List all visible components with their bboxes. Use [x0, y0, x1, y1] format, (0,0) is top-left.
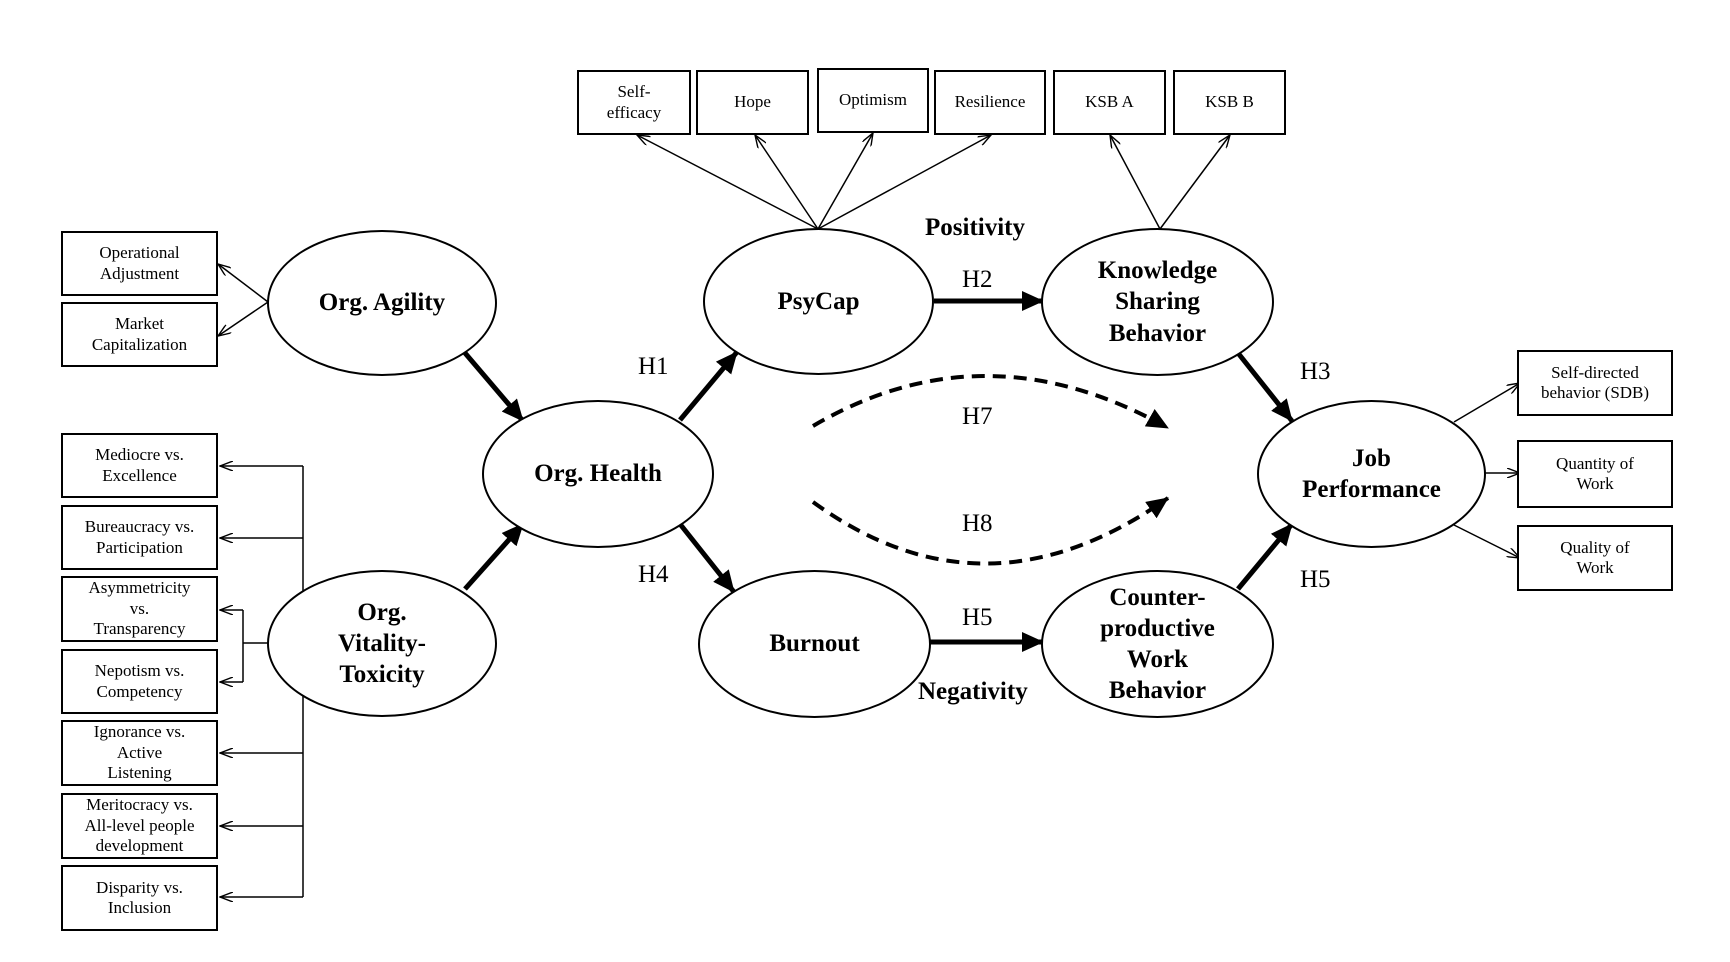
cwb-to-jp-path-h5 [1236, 522, 1294, 591]
health-to-burnout-path-h4 [678, 522, 736, 594]
jp-to-sdb-arrow [1453, 383, 1520, 423]
psycap-to-hope-arrow [755, 135, 819, 230]
hypothesis-label-h5-burnout-cwb: H5 [962, 604, 993, 631]
mediocre-excellence-box: Mediocre vs. Excellence [61, 433, 218, 498]
mediation-path-h7 [811, 374, 1169, 430]
vitality-to-health-path [463, 522, 525, 591]
psycap-to-optimism-arrow [817, 133, 873, 230]
psycap-to-self-efficacy-arrow [637, 135, 819, 230]
agility-to-market-arrow [218, 301, 269, 336]
meritocracy-development-box: Meritocracy vs. All-level people develop… [61, 793, 218, 859]
hope-box: Hope [696, 70, 809, 135]
operational-adjustment-box: Operational Adjustment [61, 231, 218, 296]
hypothesis-label-h5-cwb-jp: H5 [1300, 566, 1331, 593]
ksb-to-jp-path-h3 [1236, 351, 1294, 423]
psycap-node: PsyCap [703, 228, 934, 375]
ksb-a-box: KSB A [1053, 70, 1166, 135]
self-directed-behavior-box: Self-directed behavior (SDB) [1517, 350, 1673, 416]
asymmetricity-transparency-box: Asymmetricity vs. Transparency [61, 576, 218, 642]
mediation-path-h8 [811, 496, 1170, 566]
hypothesis-label-h7: H7 [962, 403, 993, 430]
burnout-node: Burnout [698, 570, 931, 718]
counterproductive-work-behavior-node: Counter- productive Work Behavior [1041, 570, 1274, 718]
nepotism-competency-box: Nepotism vs. Competency [61, 649, 218, 714]
hypothesis-label-h4: H4 [638, 561, 669, 588]
job-performance-node: Job Performance [1257, 400, 1486, 548]
agility-to-health-path [463, 351, 525, 423]
hypothesis-label-h3: H3 [1300, 358, 1331, 385]
ignorance-active-listening-box: Ignorance vs. Active Listening [61, 720, 218, 786]
ksb-b-box: KSB B [1173, 70, 1286, 135]
hypothesis-label-h2: H2 [962, 266, 993, 293]
psycap-to-resilience-arrow [817, 135, 991, 230]
agility-to-operational-arrow [218, 264, 269, 303]
org-vitality-toxicity-node: Org. Vitality- Toxicity [267, 570, 497, 717]
optimism-box: Optimism [817, 68, 929, 133]
disparity-inclusion-box: Disparity vs. Inclusion [61, 865, 218, 931]
hypothesis-label-h8: H8 [962, 510, 993, 537]
knowledge-sharing-behavior-node: Knowledge Sharing Behavior [1041, 228, 1274, 376]
health-to-psycap-path-h1 [678, 350, 739, 422]
quantity-of-work-box: Quantity of Work [1517, 440, 1673, 508]
hypothesis-label-h1: H1 [638, 353, 669, 380]
bureaucracy-participation-box: Bureaucracy vs. Participation [61, 505, 218, 570]
ksb-to-ksb-b-arrow [1159, 135, 1230, 230]
self-efficacy-box: Self- efficacy [577, 70, 691, 135]
negativity-label: Negativity [918, 678, 1028, 705]
org-agility-node: Org. Agility [267, 230, 497, 376]
positivity-label: Positivity [925, 214, 1025, 241]
jp-to-quality-arrow [1453, 524, 1520, 558]
resilience-box: Resilience [934, 70, 1046, 135]
ksb-to-ksb-a-arrow [1110, 135, 1161, 230]
quality-of-work-box: Quality of Work [1517, 525, 1673, 591]
org-health-node: Org. Health [482, 400, 714, 548]
market-capitalization-box: Market Capitalization [61, 302, 218, 367]
